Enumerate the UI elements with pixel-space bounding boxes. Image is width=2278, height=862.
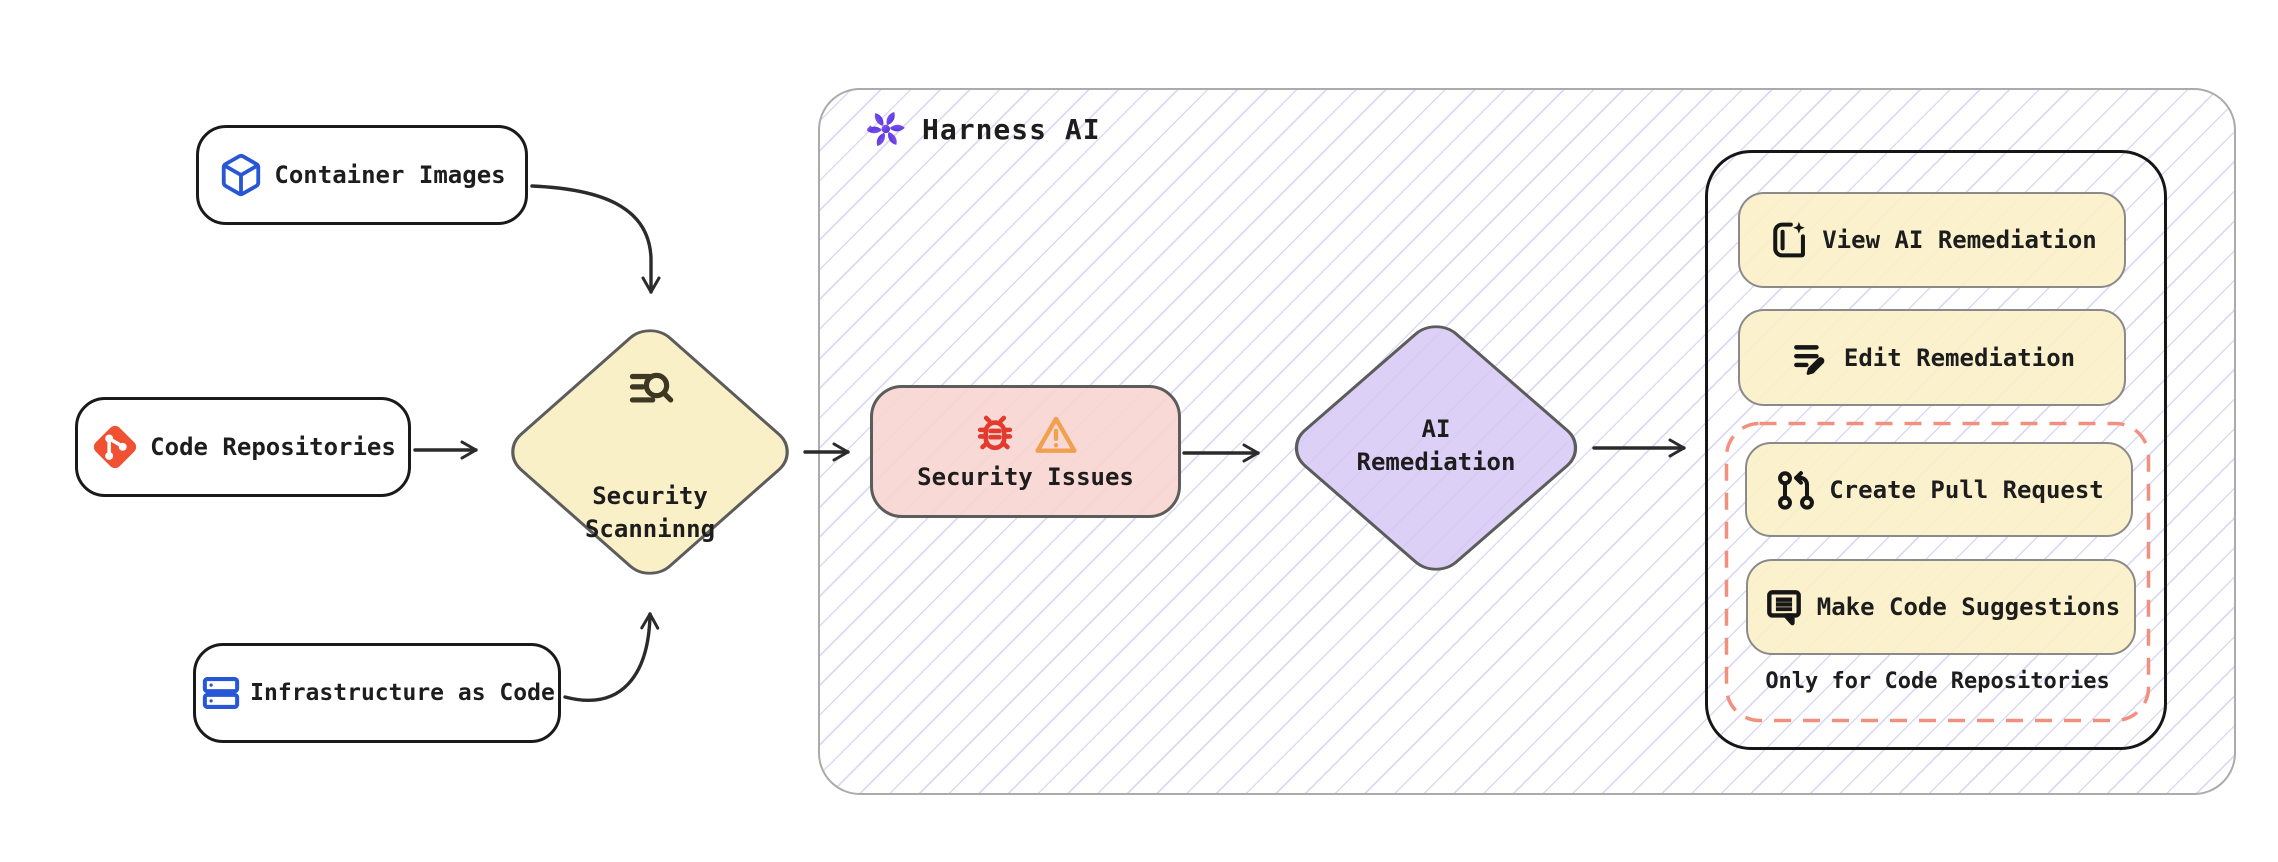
view-remediation-icon — [1767, 218, 1811, 262]
node-label: Infrastructure as Code — [250, 680, 555, 706]
security-issues-label: Security Issues — [917, 463, 1134, 491]
make-code-suggestions-button[interactable]: Make Code Suggestions — [1746, 559, 2136, 655]
edit-remediation-button[interactable]: Edit Remediation — [1738, 309, 2126, 406]
node-label: Container Images — [274, 161, 506, 189]
ai-remediation-label: AI Remediation — [1356, 415, 1516, 476]
repo-only-group-border — [1724, 421, 2151, 723]
arrow-container-images-to-scanning — [530, 184, 661, 294]
git-icon — [90, 422, 140, 472]
edit-remediation-icon — [1789, 336, 1833, 380]
scan-search-icon — [623, 363, 677, 417]
issue-icons — [973, 412, 1079, 458]
node-container-images: Container Images — [196, 125, 528, 225]
button-label: Make Code Suggestions — [1816, 593, 2121, 621]
harness-ai-title: Harness AI — [922, 112, 1101, 146]
pull-request-icon — [1774, 468, 1818, 512]
arrow-iac-to-scanning — [563, 612, 660, 702]
node-infrastructure-as-code: Infrastructure as Code — [193, 643, 561, 743]
node-label: Code Repositories — [150, 433, 396, 461]
warning-icon — [1033, 412, 1079, 458]
button-label: Edit Remediation — [1843, 343, 2076, 372]
button-label: View AI Remediation — [1822, 226, 2097, 254]
server-stack-icon — [199, 671, 243, 715]
remediation-actions-panel — [1705, 150, 2167, 750]
node-security-issues: Security Issues — [870, 385, 1181, 518]
harness-ai-logo-icon — [862, 106, 908, 152]
repo-only-note: Only for Code Repositories — [1765, 669, 2110, 694]
button-label: Create Pull Request — [1829, 475, 2104, 504]
bug-icon — [973, 413, 1017, 457]
view-ai-remediation-button[interactable]: View AI Remediation — [1738, 192, 2126, 288]
code-suggestions-icon — [1762, 585, 1806, 629]
harness-ai-header: Harness AI — [862, 106, 1101, 152]
create-pull-request-button[interactable]: Create Pull Request — [1745, 442, 2133, 537]
container-cube-icon — [218, 152, 264, 198]
security-scanning-label: Security Scanninng — [584, 482, 716, 543]
node-code-repositories: Code Repositories — [75, 397, 411, 497]
